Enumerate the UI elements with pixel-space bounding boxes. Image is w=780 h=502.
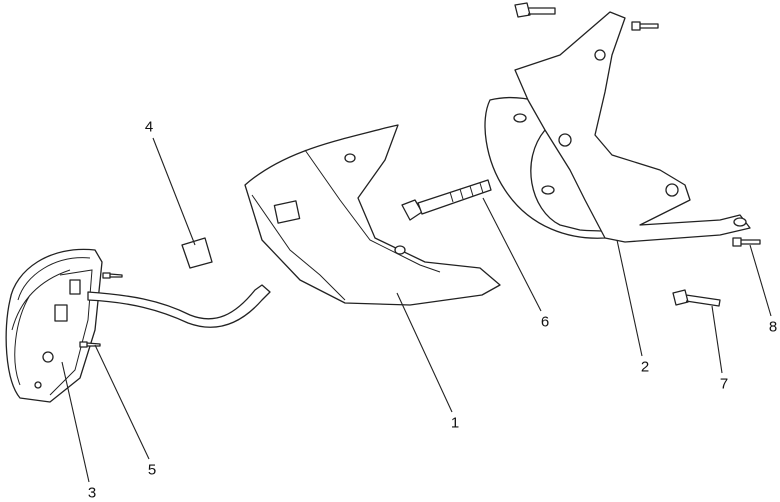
callout-8: 8 <box>768 318 778 336</box>
cap-part <box>181 237 213 269</box>
long-bolt <box>401 179 492 221</box>
callout-5: 5 <box>147 461 157 479</box>
callout-2: 2 <box>640 358 650 376</box>
callout-6: 6 <box>540 313 550 331</box>
mounting-bracket <box>484 11 751 243</box>
cover-part <box>244 124 501 306</box>
bolts <box>514 2 761 307</box>
callout-4: 4 <box>144 118 154 136</box>
tail-light-assembly <box>5 248 271 403</box>
callout-7: 7 <box>719 375 729 393</box>
leader-lines <box>61 137 772 483</box>
callout-1: 1 <box>450 414 460 432</box>
callout-3: 3 <box>87 484 97 502</box>
